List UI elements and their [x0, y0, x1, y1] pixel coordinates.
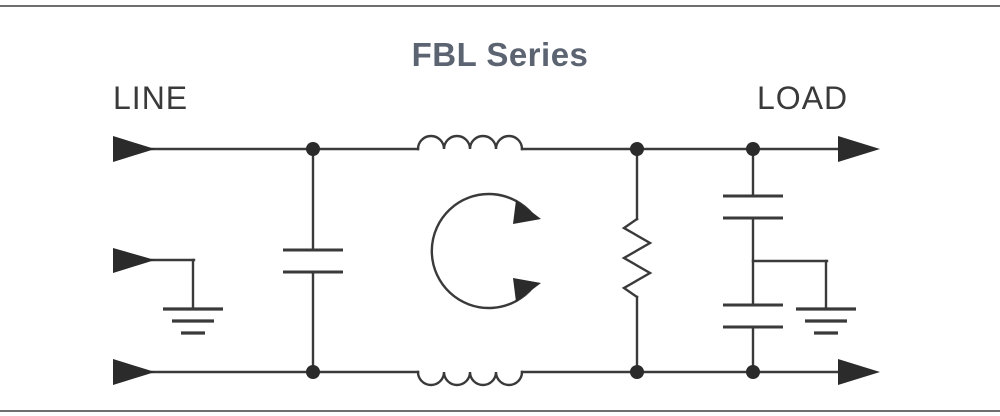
output-arrow-top: [838, 136, 880, 162]
coupling-arrowhead-top: [513, 200, 541, 224]
load-terminal-label: LOAD: [757, 80, 849, 116]
coupling-arrowhead-bottom: [513, 278, 541, 302]
input-arrow-bottom: [113, 359, 155, 385]
junction-dot-resistor-bottom: [630, 365, 644, 379]
junction-dot-y-cap-bottom: [746, 365, 760, 379]
bleeder-resistor-zigzag: [621, 217, 653, 299]
common-mode-choke-bottom-winding: [416, 370, 524, 387]
input-arrow-ground: [113, 248, 155, 273]
junction-dot-x-cap-bottom: [306, 365, 320, 379]
junction-dot-x-cap-top: [306, 142, 320, 156]
junction-dot-resistor-top: [630, 142, 644, 156]
common-mode-choke-top-winding: [416, 134, 524, 151]
bottom-border-rule: [0, 410, 1000, 412]
junction-dot-y-cap-top: [746, 142, 760, 156]
coupling-indicator-arc: [430, 192, 535, 310]
line-terminal-label: LINE: [113, 80, 189, 116]
page-title: FBL Series: [411, 36, 589, 73]
output-arrow-bottom: [838, 359, 880, 385]
top-border-rule: [0, 5, 1000, 7]
input-arrow-top: [113, 136, 155, 162]
